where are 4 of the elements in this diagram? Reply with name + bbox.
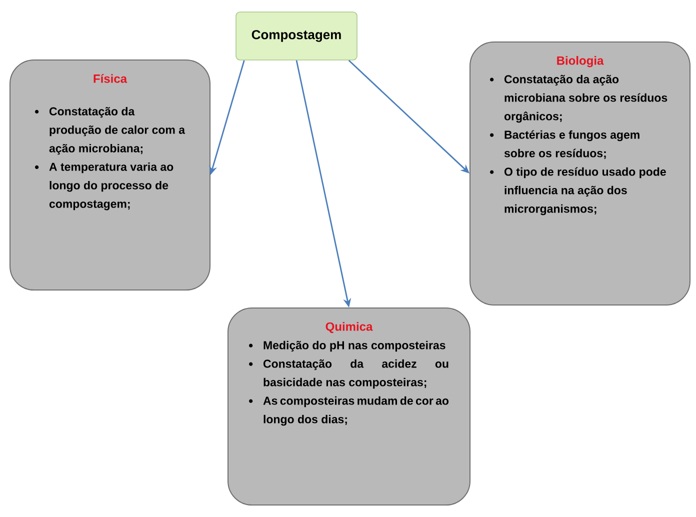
title-box: Compostagem [236,12,358,60]
topic-box: Física Constatação da produção de calor com a ação microbiana; A temperatura varia ao longo do processo de compostagem; [10,60,210,290]
topic-box: Biologia Constatação da ação microbiana sobre os resíduos orgânicos; Bactérias e fungos agem sobre os resíduos; O tipo de resíduo usado pode influencia na ação dos microrganismos; [470,42,690,306]
topic-box: Quimica Medição do pH nas composteiras Constatação da acidez ou basicidade nas composteiras; As composteiras mudam de cor ao longo dos dias; [228,308,470,506]
